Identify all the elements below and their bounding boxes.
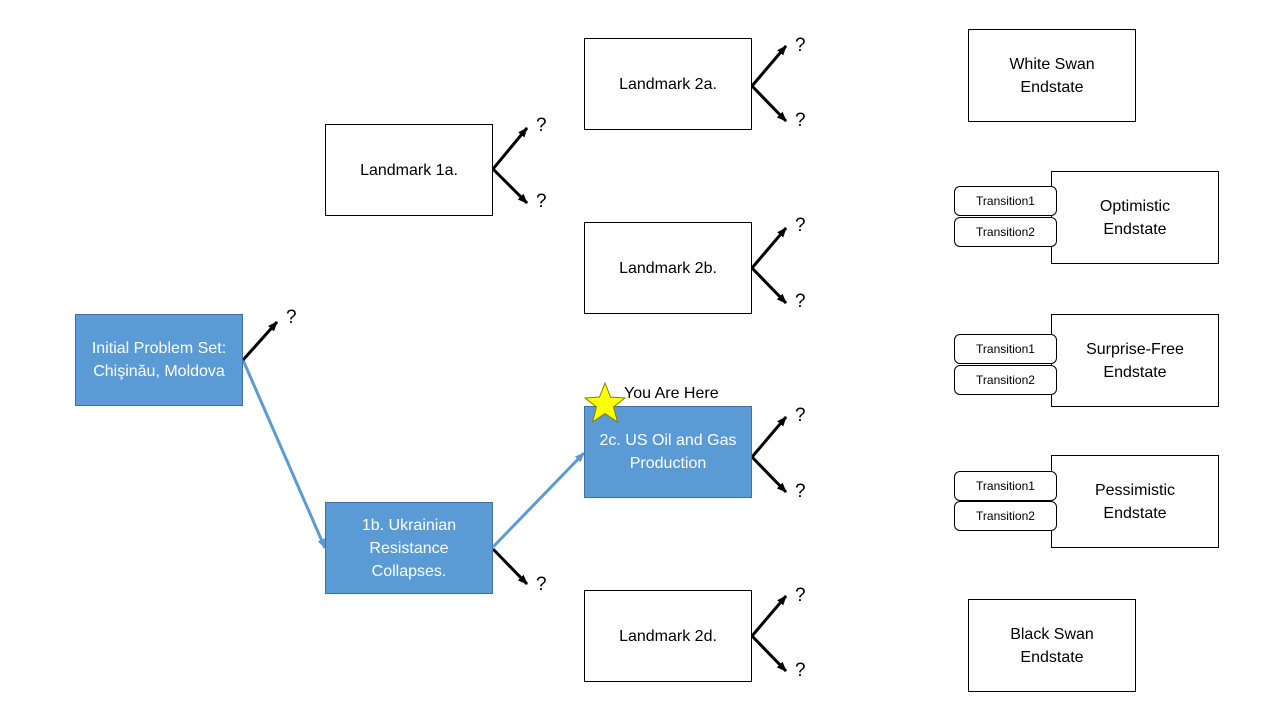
you-are-here-label: You Are Here xyxy=(624,385,719,402)
node-landmark-2b: Landmark 2b. xyxy=(584,222,752,314)
endstate-optimistic-label: Optimistic Endstate xyxy=(1099,197,1171,238)
node-landmark-2c-label: 2c. US Oil and Gas Production xyxy=(599,432,737,472)
node-landmark-1a-label: Landmark 1a. xyxy=(360,161,458,179)
unknown-outcome-2a-up: ? xyxy=(795,35,806,56)
branch-arrow-2d-down xyxy=(750,634,788,673)
node-landmark-1a: Landmark 1a. xyxy=(325,124,493,216)
endstate-surprise-free: Surprise-Free Endstate xyxy=(1051,314,1219,407)
unknown-outcome-1a-down: ? xyxy=(536,191,547,212)
branch-arrow-2c-up xyxy=(750,416,788,458)
endstate-black-swan-label: Black Swan Endstate xyxy=(1010,625,1094,666)
unknown-outcome-2c-up: ? xyxy=(795,405,806,426)
unknown-outcome-2c-down: ? xyxy=(795,481,806,502)
branch-arrow-1a-up xyxy=(491,127,529,170)
endstate-pessimistic: Pessimistic Endstate xyxy=(1051,455,1219,548)
unknown-outcome-2d-up: ? xyxy=(795,585,806,606)
star-icon xyxy=(583,381,627,424)
endstate-black-swan: Black Swan Endstate xyxy=(968,599,1136,692)
node-landmark-2a: Landmark 2a. xyxy=(584,38,752,130)
node-initial-problem-set: Initial Problem Set: Chişinău, Moldova xyxy=(75,314,243,406)
branch-arrow-2b-down xyxy=(750,266,788,305)
endstate-surprise-free-label: Surprise-Free Endstate xyxy=(1086,340,1184,381)
transition-surprise-free-1: Transition1 xyxy=(954,334,1057,364)
path-arrow-1b-to-2c xyxy=(491,451,586,549)
branch-arrow-2d-up xyxy=(750,595,788,637)
unknown-outcome-2b-up: ? xyxy=(795,215,806,236)
branch-arrow-initial-up xyxy=(241,320,279,362)
unknown-outcome-1b-down: ? xyxy=(536,574,547,595)
unknown-outcome-2a-down: ? xyxy=(795,110,806,131)
node-landmark-1b-label: 1b. Ukrainian Resistance Collapses. xyxy=(361,516,457,580)
unknown-outcome-2b-down: ? xyxy=(795,291,806,312)
endstate-pessimistic-label: Pessimistic Endstate xyxy=(1094,481,1175,522)
transition-pessimistic-1: Transition1 xyxy=(954,471,1057,501)
node-landmark-2b-label: Landmark 2b. xyxy=(619,259,717,277)
unknown-outcome-1a-up: ? xyxy=(536,115,547,136)
node-landmark-2d: Landmark 2d. xyxy=(584,590,752,682)
path-arrow-initial-to-1b xyxy=(241,359,327,549)
branch-arrow-1b-down xyxy=(491,547,529,586)
unknown-outcome-2d-down: ? xyxy=(795,660,806,681)
node-initial-label: Initial Problem Set: Chişinău, Moldova xyxy=(91,340,227,380)
branch-arrow-2b-up xyxy=(750,227,788,269)
endstate-optimistic: Optimistic Endstate xyxy=(1051,171,1219,264)
node-landmark-2a-label: Landmark 2a. xyxy=(619,75,717,93)
unknown-outcome-initial: ? xyxy=(286,307,297,328)
transition-optimistic-1: Transition1 xyxy=(954,186,1057,216)
node-landmark-1b: 1b. Ukrainian Resistance Collapses. xyxy=(325,502,493,594)
transition-optimistic-2: Transition2 xyxy=(954,217,1057,247)
transition-surprise-free-2: Transition2 xyxy=(954,365,1057,395)
endstate-white-swan-label: White Swan Endstate xyxy=(1009,55,1095,96)
node-landmark-2c: 2c. US Oil and Gas Production xyxy=(584,406,752,498)
branch-arrow-2a-down xyxy=(750,84,788,123)
node-landmark-2d-label: Landmark 2d. xyxy=(619,627,717,645)
transition-pessimistic-2: Transition2 xyxy=(954,501,1057,531)
branch-arrow-2a-up xyxy=(750,45,788,87)
endstate-white-swan: White Swan Endstate xyxy=(968,29,1136,122)
branch-arrow-1a-down xyxy=(491,167,529,205)
branch-arrow-2c-down xyxy=(750,455,788,494)
